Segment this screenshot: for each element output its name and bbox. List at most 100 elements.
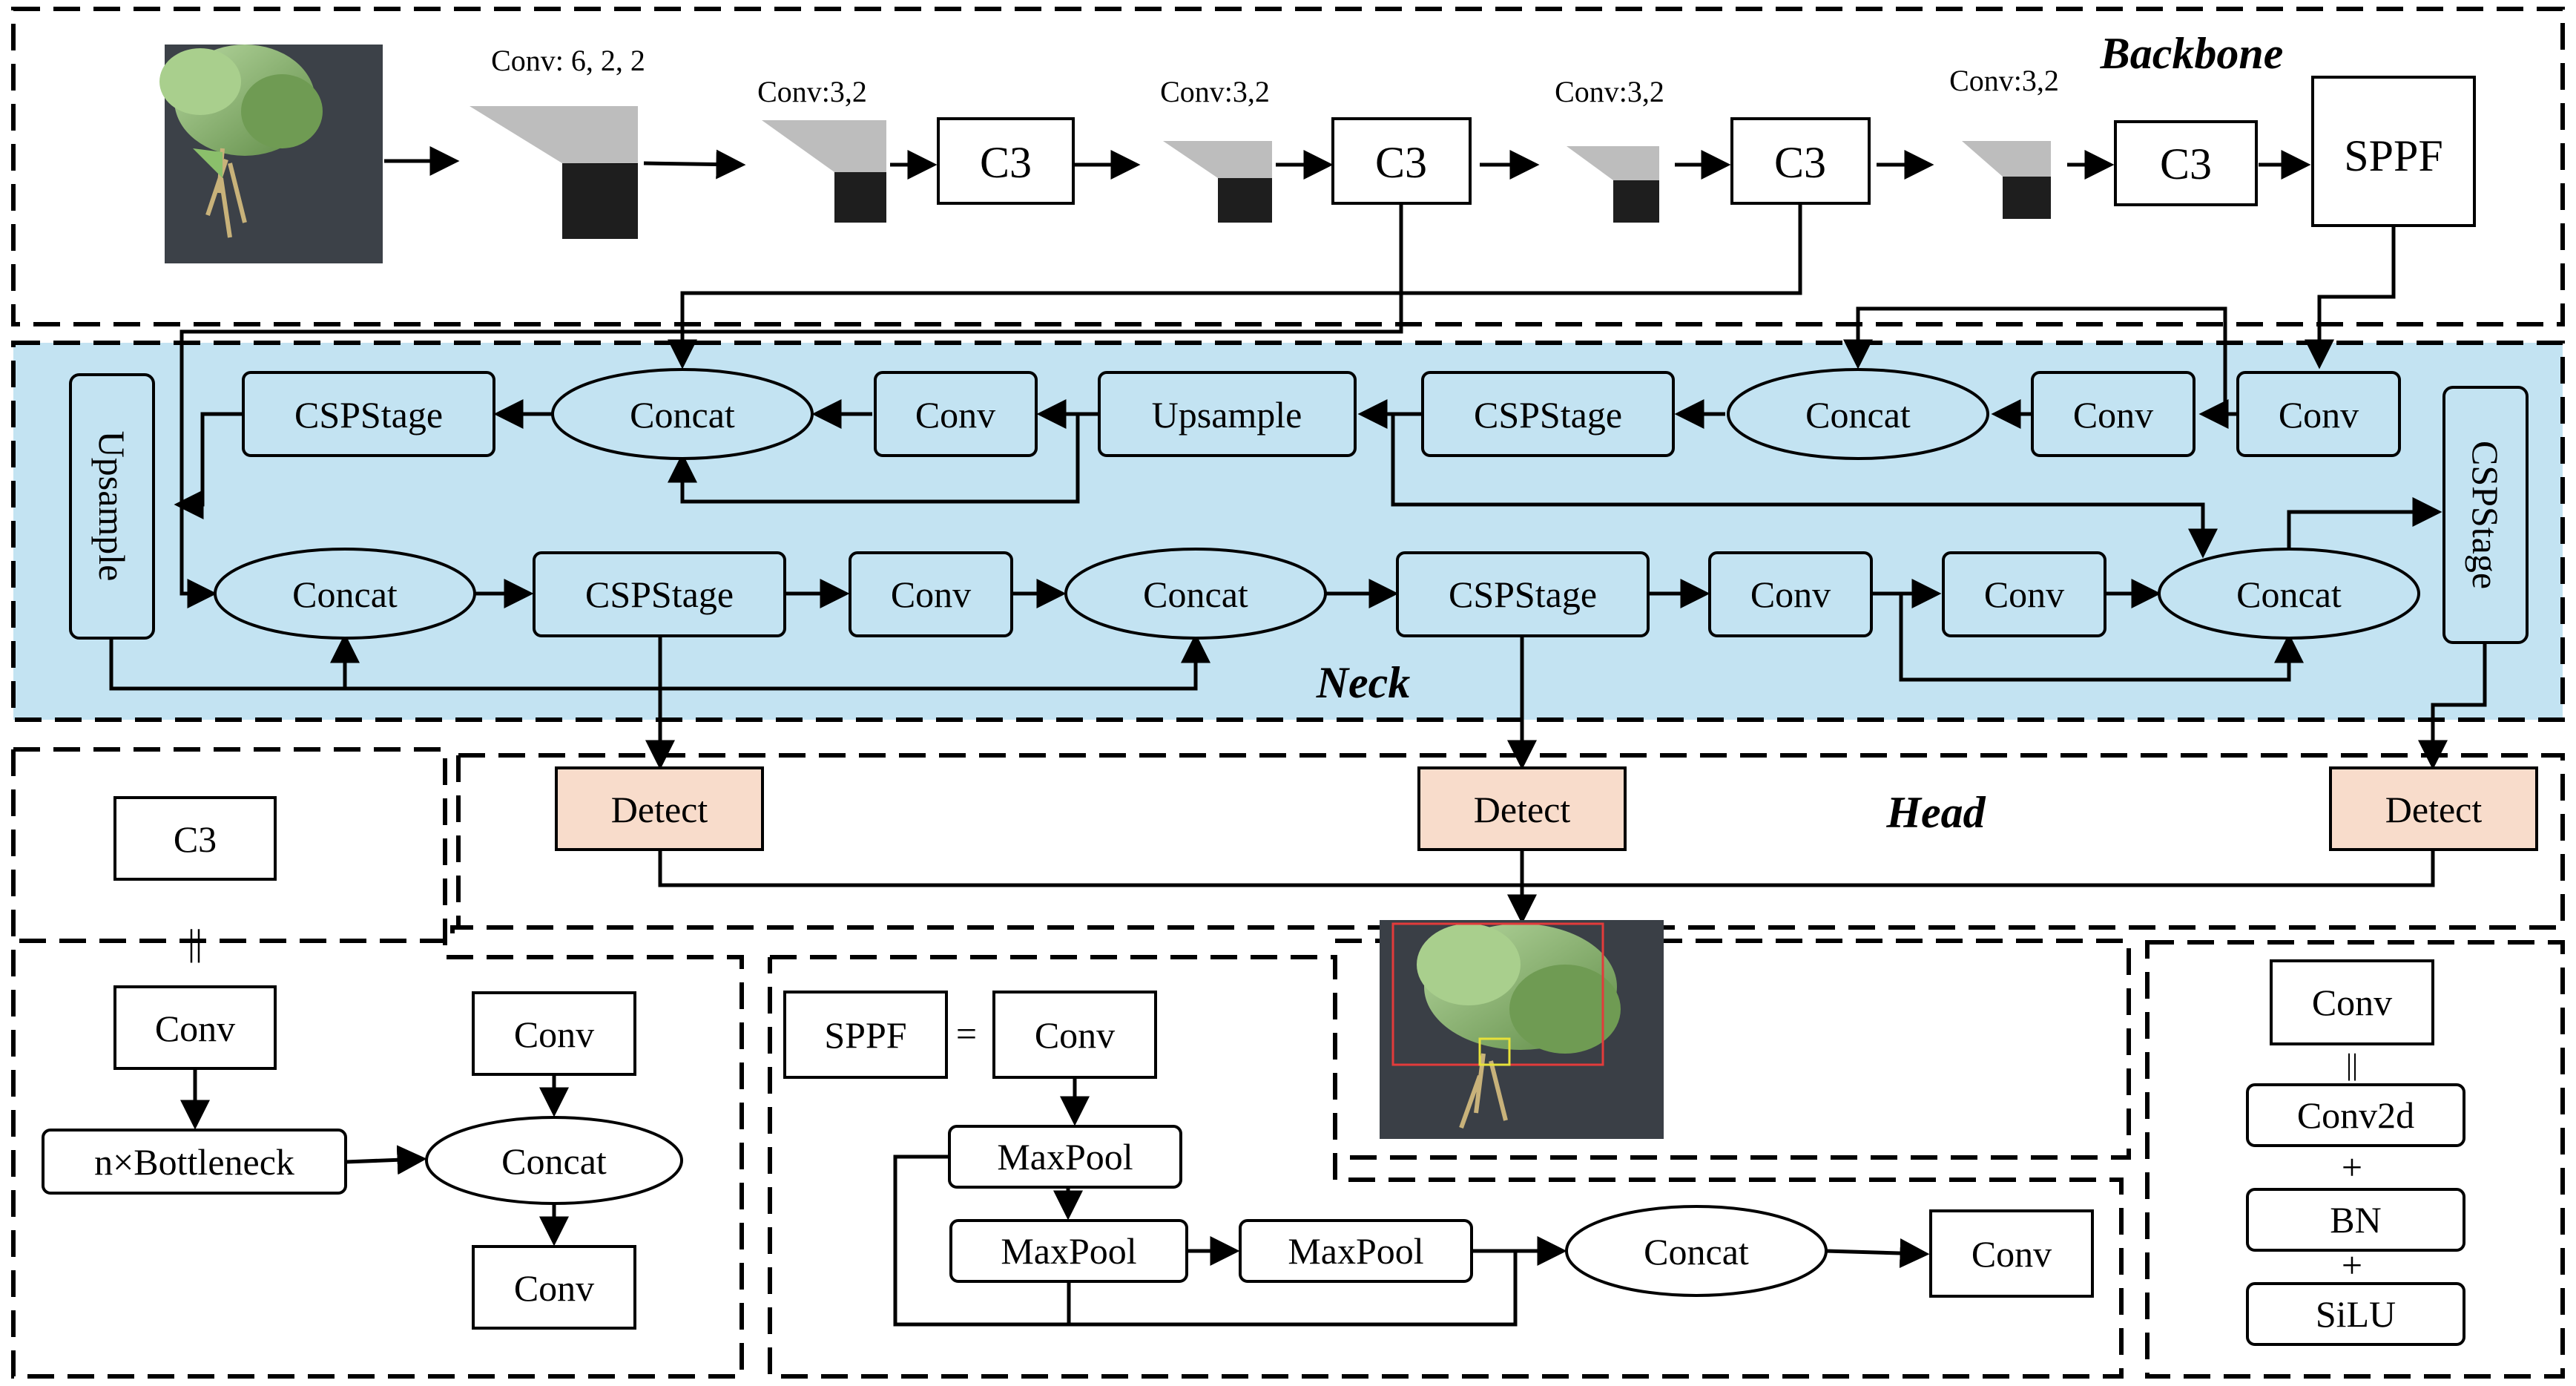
conv-legend-conv2d [2246,1083,2465,1147]
top-upsample-label: Upsample [1152,394,1302,436]
top-conv-right-label: Conv [2279,394,2359,436]
detect-1 [555,766,764,851]
c3-legend-conv-bottom-label: Conv [514,1267,594,1309]
sppf-legend-conv-top [992,991,1157,1079]
c3-legend-bottleneck-label: n×Bottleneck [94,1141,294,1183]
c3-legend-conv-top-label: Conv [155,1008,235,1049]
backbone-title: Backbone [2100,29,2284,78]
c3-3 [1730,117,1871,205]
sppf-legend-maxpool-1-label: MaxPool [997,1136,1133,1178]
c3-3-label: C3 [1774,138,1826,187]
conv-legend-bn-label: BN [2330,1199,2381,1241]
detect-2 [1417,766,1627,851]
conv4-block [1567,146,1659,223]
conv1-label: Conv: 6, 2, 2 [491,44,645,77]
conv-legend-bn [2246,1188,2465,1252]
bot-concat-1-label: Concat [292,574,398,615]
sppf-legend-maxpool-2-label: MaxPool [1001,1230,1136,1272]
conv-legend-plus-2: + [2342,1244,2362,1286]
bot-conv-3-label: Conv [1984,574,2064,615]
c3-legend-title: C3 [174,818,217,860]
head-title: Head [1885,788,1986,837]
c3-1-label: C3 [980,138,1032,187]
conv-legend-silu-label: SiLU [2316,1293,2396,1335]
upsample-vertical [69,373,155,640]
conv-legend-conv2d-label: Conv2d [2297,1094,2414,1136]
conv2-block [762,120,886,223]
c3-4-label: C3 [2160,139,2212,188]
top-conv-left [874,371,1038,457]
bot-cspstage-1-label: CSPStage [585,574,734,615]
sppf-legend-conv-out [1929,1209,2094,1298]
conv5-label: Conv:3,2 [1949,64,2059,97]
sppf-legend-title-box [783,991,948,1079]
top-concat-left [551,368,814,460]
neck-frame [11,341,2565,722]
bot-concat-1 [214,548,476,640]
c3-legend-conv-bottom [472,1245,636,1330]
top-concat-right-label: Concat [1805,394,1911,436]
top-cspstage-mid-label: CSPStage [1474,394,1622,436]
detect-3-label: Detect [2385,789,2483,830]
conv4-label: Conv:3,2 [1555,75,1664,108]
upsample-vertical-label: Upsample [91,431,133,582]
detection-box-yellow [1478,1037,1511,1066]
bot-concat-3 [2158,548,2420,640]
bot-conv-2-label: Conv [1750,574,1831,615]
sppf-legend-conv-out-label: Conv [1971,1233,2052,1275]
bot-conv-1-label: Conv [891,574,971,615]
detect-2-label: Detect [1474,789,1571,830]
bot-cspstage-1 [533,551,786,637]
section-frames [11,7,2565,1379]
conv-legend-silu [2246,1282,2465,1346]
c3-legend: C3 || Conv n×Bottleneck Conv Concat Conv [42,796,683,1330]
top-conv-mid [2031,371,2195,457]
sppf-legend: SPPF = Conv MaxPool MaxPool MaxPool Conc… [783,991,2094,1327]
conv-legend-frame [2145,940,2565,1379]
conv-legend-equals: || [2346,1048,2358,1081]
sppf-legend-maxpool-3-label: MaxPool [1288,1230,1423,1272]
head-frame [13,753,2565,943]
c3-2 [1331,117,1472,205]
backbone: Conv: 6, 2, 2 Conv:3,2 C3 Conv:3,2 C3 Co… [159,44,2476,263]
backbone-frame [11,7,2565,326]
sppf-label: SPPF [2344,131,2442,180]
top-cspstage-left [242,371,495,457]
cspstage-vertical-label: CSPStage [2465,441,2506,589]
neck: CSPStage Concat Conv Upsample CSPStage C… [69,368,2529,644]
conv3-label: Conv:3,2 [1160,75,1270,108]
sppf-legend-equals: = [956,1013,977,1054]
connectors [109,203,2487,924]
top-concat-right [1727,368,1989,460]
c3-legend-concat-label: Concat [501,1140,607,1182]
sppf-legend-frame [768,955,2124,1379]
neck-title: Neck [1316,658,1411,707]
conv-legend: Conv || Conv2d + BN + SiLU [2246,959,2465,1346]
conv5-block [1962,141,2051,219]
bot-conv-1 [849,551,1013,637]
top-cspstage-left-label: CSPStage [294,394,443,436]
bot-concat-3-label: Concat [2236,574,2342,615]
output-frame [1335,939,2131,1160]
cspstage-vertical [2442,386,2529,644]
bot-cspstage-2-label: CSPStage [1449,574,1597,615]
sppf-legend-concat-label: Concat [1644,1231,1749,1272]
bot-cspstage-2 [1396,551,1650,637]
output-image [1380,920,1664,1139]
top-cspstage-mid [1421,371,1675,457]
c3-legend-frame [11,747,744,1379]
c3-legend-title-box [113,796,277,881]
bot-concat-2 [1064,548,1327,640]
conv2-label: Conv:3,2 [757,75,867,108]
conv1-block [470,106,638,239]
bot-conv-2 [1708,551,1873,637]
conv-legend-plus-1: + [2342,1146,2362,1188]
bot-conv-3 [1942,551,2106,637]
detect-3 [2329,766,2538,851]
c3-2-label: C3 [1375,138,1427,187]
top-concat-left-label: Concat [630,394,735,436]
bot-concat-2-label: Concat [1143,574,1248,615]
head: Detect Detect Detect [555,766,2538,1139]
c3-legend-conv-right-top-label: Conv [514,1014,594,1055]
